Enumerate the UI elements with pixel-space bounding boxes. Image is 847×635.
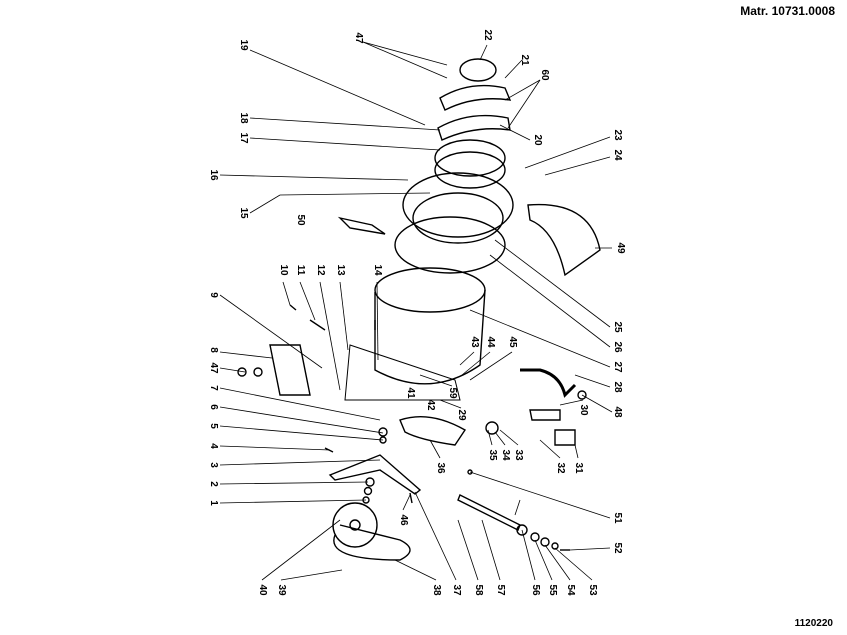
callout-17: 17 bbox=[238, 132, 249, 144]
callout-58: 58 bbox=[473, 584, 484, 596]
callout-46: 46 bbox=[398, 514, 409, 526]
callout-40: 40 bbox=[257, 584, 268, 596]
callout-60: 60 bbox=[539, 69, 550, 81]
callout-22: 22 bbox=[482, 29, 493, 41]
callout-49: 49 bbox=[615, 242, 626, 254]
callout-33: 33 bbox=[513, 449, 524, 461]
callout-27: 27 bbox=[612, 361, 623, 373]
callout-45: 45 bbox=[507, 336, 518, 348]
callout-44: 44 bbox=[485, 336, 496, 348]
callout-29: 29 bbox=[456, 409, 467, 421]
callout-10: 10 bbox=[278, 264, 289, 276]
callout-26: 26 bbox=[612, 341, 623, 353]
callout-41: 41 bbox=[405, 387, 416, 399]
callout-53: 53 bbox=[587, 584, 598, 596]
callout-8: 8 bbox=[208, 347, 219, 353]
callout-35: 35 bbox=[487, 449, 498, 461]
callout-7: 7 bbox=[208, 385, 219, 391]
callout-3: 3 bbox=[208, 462, 219, 468]
callout-16: 16 bbox=[208, 169, 219, 181]
callout-48: 48 bbox=[612, 406, 623, 418]
callout-2: 2 bbox=[208, 481, 219, 487]
callout-4: 4 bbox=[208, 443, 219, 449]
callout-38: 38 bbox=[431, 584, 442, 596]
leader-lines bbox=[219, 41, 613, 581]
callout-37: 37 bbox=[451, 584, 462, 596]
callout-56: 56 bbox=[530, 584, 541, 596]
callout-50: 50 bbox=[295, 214, 306, 226]
parts bbox=[237, 58, 601, 561]
callout-25: 25 bbox=[612, 321, 623, 333]
callout-52: 52 bbox=[612, 542, 623, 554]
callout-47b: 47 bbox=[208, 362, 219, 374]
callout-1: 1 bbox=[208, 500, 219, 506]
callout-20: 20 bbox=[532, 134, 543, 146]
callout-39: 39 bbox=[276, 584, 287, 596]
callout-57: 57 bbox=[495, 584, 506, 596]
callout-43: 43 bbox=[469, 336, 480, 348]
figure-code: 1120220 bbox=[794, 618, 833, 629]
callout-23: 23 bbox=[612, 129, 623, 141]
callout-5: 5 bbox=[208, 423, 219, 429]
callout-47: 47 bbox=[353, 32, 364, 44]
callout-34: 34 bbox=[500, 449, 511, 461]
callout-36: 36 bbox=[435, 462, 446, 474]
callout-15: 15 bbox=[238, 207, 249, 219]
callout-31: 31 bbox=[573, 462, 584, 474]
callout-55: 55 bbox=[547, 584, 558, 596]
drawing-number: Matr. 10731.0008 bbox=[740, 4, 835, 18]
callout-14: 14 bbox=[372, 264, 383, 276]
callout-28: 28 bbox=[612, 381, 623, 393]
callout-32: 32 bbox=[555, 462, 566, 474]
callout-11: 11 bbox=[295, 264, 306, 276]
callout-59: 59 bbox=[447, 387, 458, 399]
callout-42: 42 bbox=[425, 399, 436, 411]
callout-21: 21 bbox=[519, 54, 530, 66]
callout-12: 12 bbox=[315, 264, 326, 276]
callout-6: 6 bbox=[208, 404, 219, 410]
callout-19: 19 bbox=[238, 39, 249, 51]
callout-9: 9 bbox=[208, 292, 219, 298]
callout-51: 51 bbox=[612, 512, 623, 524]
callout-13: 13 bbox=[335, 264, 346, 276]
callout-18: 18 bbox=[238, 112, 249, 124]
callout-54: 54 bbox=[565, 584, 576, 596]
callout-30: 30 bbox=[578, 404, 589, 416]
callout-24: 24 bbox=[612, 149, 623, 161]
